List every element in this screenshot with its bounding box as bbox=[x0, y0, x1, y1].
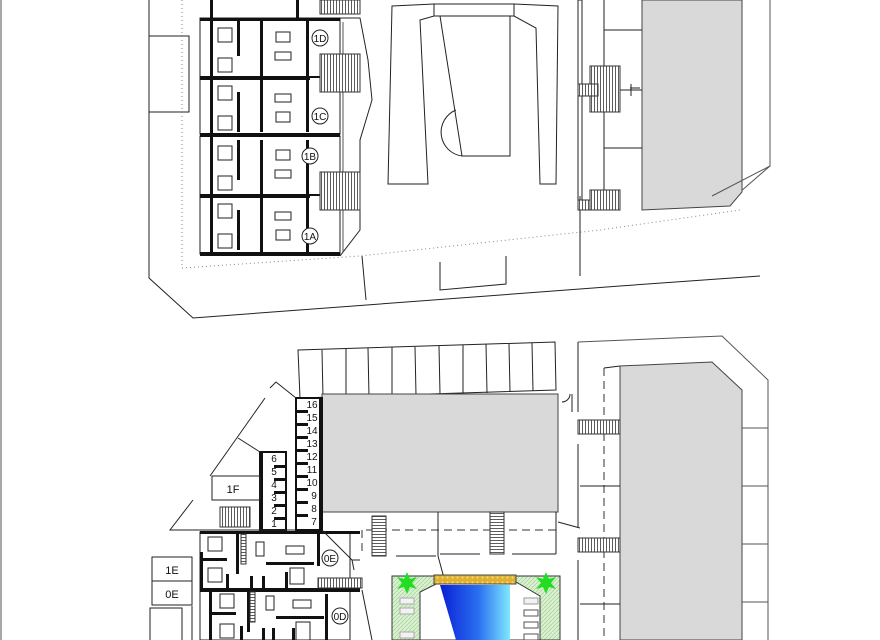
block-label-1e: 1E bbox=[165, 565, 178, 577]
storage-15: 15 bbox=[306, 413, 318, 424]
storage-7: 7 bbox=[311, 517, 317, 528]
storage-6: 6 bbox=[271, 454, 277, 465]
tree-icon-left bbox=[397, 572, 417, 594]
parking-bays bbox=[297, 341, 557, 399]
storage-16: 16 bbox=[306, 400, 318, 411]
unit-label-1d: 1D bbox=[314, 34, 327, 45]
block-label-1f: 1F bbox=[227, 484, 240, 496]
stair-lower-balcony bbox=[317, 577, 363, 589]
storage-9: 9 bbox=[311, 491, 317, 502]
storage-5: 5 bbox=[271, 467, 277, 478]
pool-garden bbox=[391, 572, 561, 640]
stair-upper-2 bbox=[319, 171, 361, 211]
pool-deck bbox=[433, 574, 517, 585]
storage-12: 12 bbox=[306, 452, 318, 463]
unit-label-0d: 0D bbox=[334, 612, 347, 623]
storage-11: 11 bbox=[307, 465, 318, 476]
unit-label-1a: 1A bbox=[304, 232, 317, 243]
building-lower-right bbox=[561, 335, 769, 640]
storage-13: 13 bbox=[306, 439, 318, 450]
storage-10: 10 bbox=[306, 478, 318, 489]
unit-label-1b: 1B bbox=[304, 152, 317, 163]
storage-column-left: 6 5 4 3 2 1 bbox=[259, 451, 287, 531]
swimming-pool bbox=[440, 585, 510, 640]
stair-upper-1 bbox=[319, 53, 361, 93]
stair-lower-center-1 bbox=[371, 515, 387, 557]
storage-3: 3 bbox=[271, 493, 277, 504]
block-label-0e: 0E bbox=[165, 589, 178, 601]
building-lower-center bbox=[321, 393, 559, 513]
site-boundary-upper bbox=[148, 0, 761, 319]
storage-2: 2 bbox=[271, 506, 277, 517]
unit-label-0e: 0E bbox=[324, 554, 337, 565]
unit-label-1c: 1C bbox=[314, 112, 327, 123]
tree-icon-right bbox=[536, 572, 556, 594]
lower-level-plan: 16 15 14 13 12 11 10 9 8 7 6 5 4 3 2 1 bbox=[149, 335, 769, 640]
annex-block bbox=[148, 35, 190, 113]
housing-block-1: 1D 1C 1B 1A bbox=[199, 0, 341, 256]
stair-lower-center-2 bbox=[489, 511, 505, 555]
storage-1: 1 bbox=[271, 519, 277, 530]
block-1f bbox=[211, 475, 261, 501]
storage-14: 14 bbox=[306, 426, 318, 437]
page-border bbox=[0, 0, 2, 640]
block-0e bbox=[151, 580, 193, 606]
building-upper-right bbox=[577, 0, 771, 211]
stair-lower-1f bbox=[219, 506, 251, 528]
storage-column-right: 16 15 14 13 12 11 10 9 8 7 bbox=[295, 397, 323, 531]
storage-8: 8 bbox=[311, 504, 317, 515]
storage-4: 4 bbox=[271, 480, 277, 491]
courtyard-structure bbox=[387, 3, 559, 185]
upper-level-plan: 1D 1C 1B 1A bbox=[148, 0, 771, 319]
